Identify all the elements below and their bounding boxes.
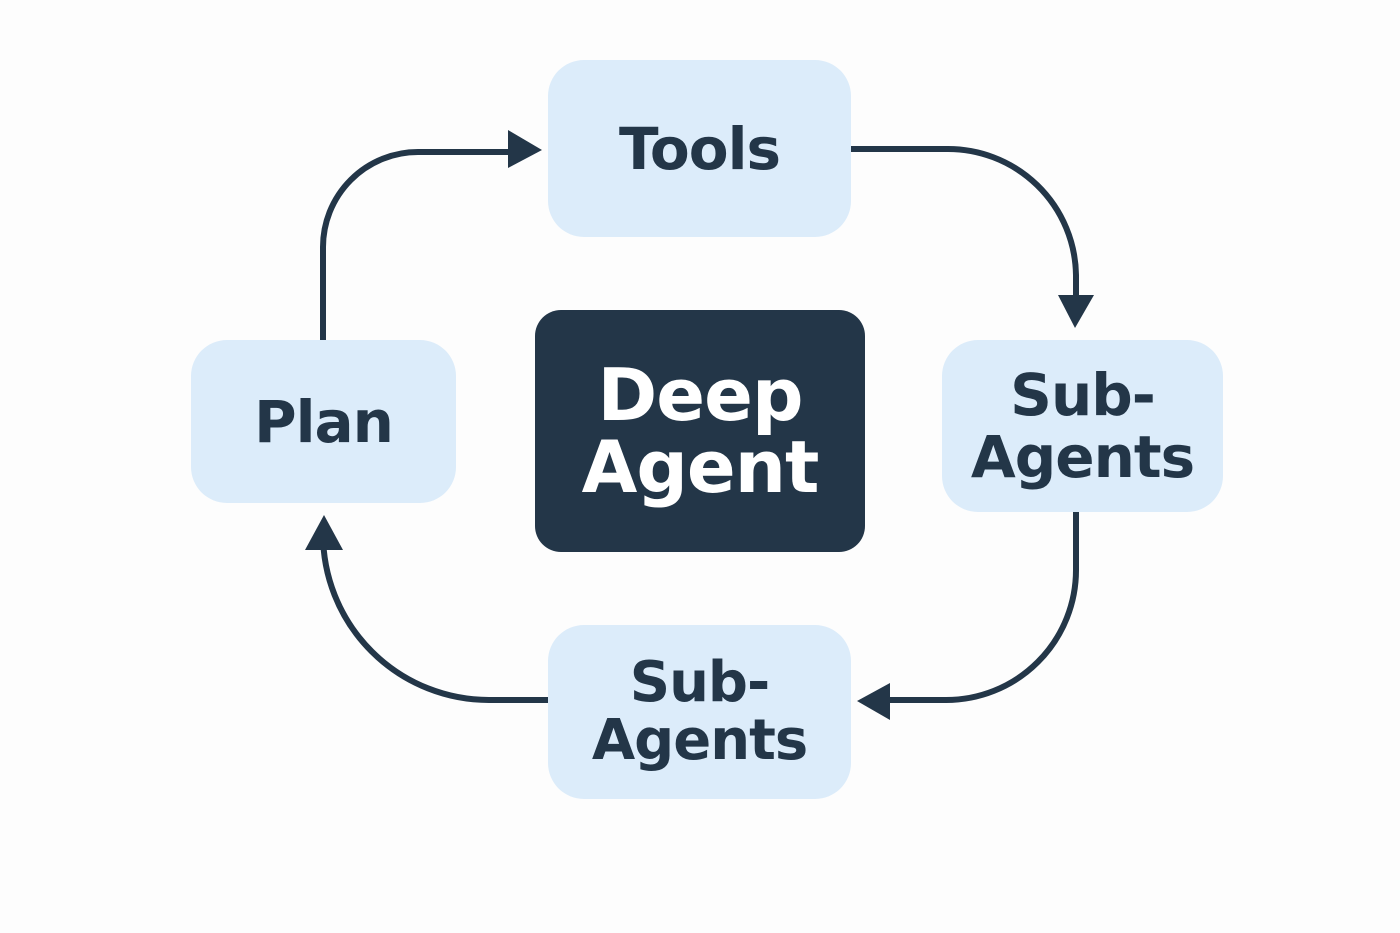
- arrow-subagents-right-to-bottom: [885, 509, 1079, 703]
- arrow-tools-to-subagents-right: [848, 145, 1079, 301]
- arrowhead-plan: [305, 515, 343, 550]
- subagents-bottom-label-line2: Agents: [591, 708, 808, 773]
- subagents-bottom-label-line1: Sub-: [629, 650, 771, 715]
- arrow-plan-to-tools: [320, 149, 515, 343]
- arrowhead-subagents-bottom: [857, 683, 890, 720]
- subagents-right-label-line1: Sub-: [1010, 361, 1156, 429]
- subagents-right-node: Sub- Agents: [942, 340, 1223, 512]
- arrowhead-tools: [508, 130, 542, 168]
- arrow-subagents-bottom-to-plan: [320, 533, 551, 703]
- deep-agent-node: Deep Agent: [535, 310, 865, 552]
- arrowhead-subagents-right: [1058, 295, 1094, 328]
- tools-node: Tools: [548, 60, 851, 237]
- deep-agent-label-line1: Deep: [597, 353, 804, 437]
- deep-agent-label-line2: Agent: [581, 425, 820, 509]
- subagents-right-label-line2: Agents: [970, 423, 1195, 491]
- subagents-bottom-node: Sub- Agents: [548, 625, 851, 799]
- plan-label: Plan: [254, 387, 394, 456]
- plan-node: Plan: [191, 340, 456, 503]
- tools-label: Tools: [619, 114, 781, 183]
